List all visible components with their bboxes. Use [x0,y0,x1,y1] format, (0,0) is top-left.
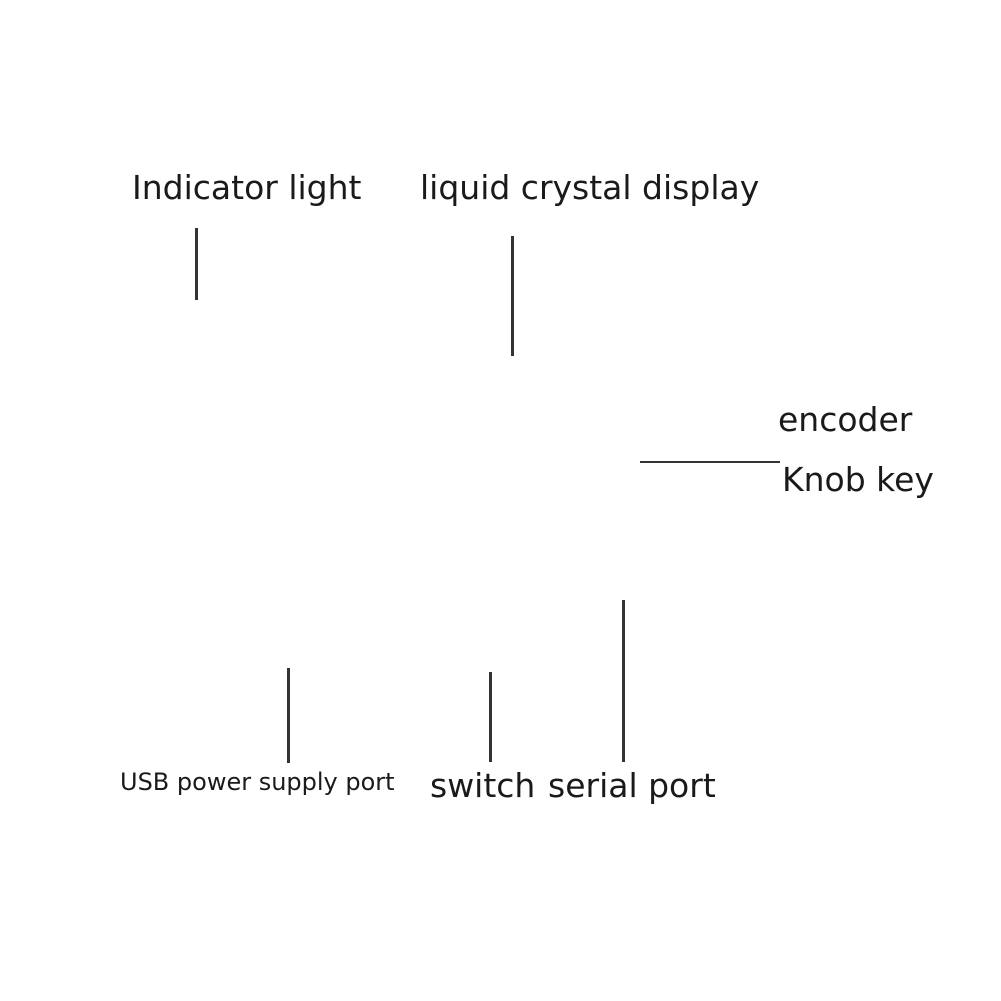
oled-screen [258,352,544,516]
rp1-label: RP1 [118,471,139,483]
oled-pin-6: CS [476,329,491,341]
oled-pin-4: RES [414,329,437,341]
oled-pin-top-0: D1 [366,278,379,289]
screw-terminal [63,337,165,465]
uart-pin-tx: TX [612,615,627,629]
trimpot-rp2: W 204 [69,555,191,609]
leader-usb [287,668,290,763]
oled-pin-top-4: CS [476,278,490,289]
callout-encoder: encoder [778,400,913,439]
r1-label: R1 [186,437,202,451]
rp1-value: W501 [88,508,122,523]
led-label: LE [220,307,235,321]
switch-part-label: SS-12F15 [556,651,610,665]
on-label: ON [498,601,524,620]
callout-switch: switch [430,766,536,805]
leader-knob [640,461,780,463]
r1-value: 103 [193,373,209,397]
leader-indicator [195,228,198,300]
leader-serial [622,600,625,762]
pcb [78,275,726,673]
led [177,302,217,320]
oled-pin-top-2: RES [416,278,437,289]
callout-lcd: liquid crystal display [420,168,760,207]
usb-port [245,603,343,659]
callout-serial-port: serial port [548,766,716,805]
flex-cable [312,540,490,596]
bat-label: BAT [372,610,396,625]
bat-connector [365,627,417,655]
encoder-part-label: EC11 [677,570,709,585]
rp2-label: RP2 [118,545,139,557]
trimpot-rp1: W501 [69,481,191,541]
oled-pin-0: GND [294,329,319,341]
r3-label: R3 [455,591,471,605]
model-label: MiNi-DSO [556,334,651,357]
oled-pin-5: DC [450,329,466,341]
knob [583,401,697,515]
oled-pin-2: D0 [358,329,372,341]
resistor-r1 [176,328,224,432]
oled-pin-1: VCC [322,329,345,341]
leader-lcd [511,236,514,356]
leader-switch [489,672,492,762]
mounting-holes [97,290,711,651]
uart-pin-rx: RX [578,615,595,629]
uart-label: UART [590,564,625,579]
oled-pin-3: D1 [392,329,406,341]
oled-pin-top-1: D1 [390,278,403,289]
callout-indicator-light: Indicator light [132,168,362,207]
test-points [137,631,231,665]
uart-header [560,582,664,672]
rp2-value: W 204 [88,578,126,593]
ic-label: 8017 [196,553,223,567]
sin-label: SIN [204,610,226,625]
callout-usb-port: USB power supply port [120,768,395,796]
oled-pin-top-3: DC [450,278,464,289]
callout-knob-key: Knob key [782,460,934,499]
oled-header-pins [302,298,498,314]
